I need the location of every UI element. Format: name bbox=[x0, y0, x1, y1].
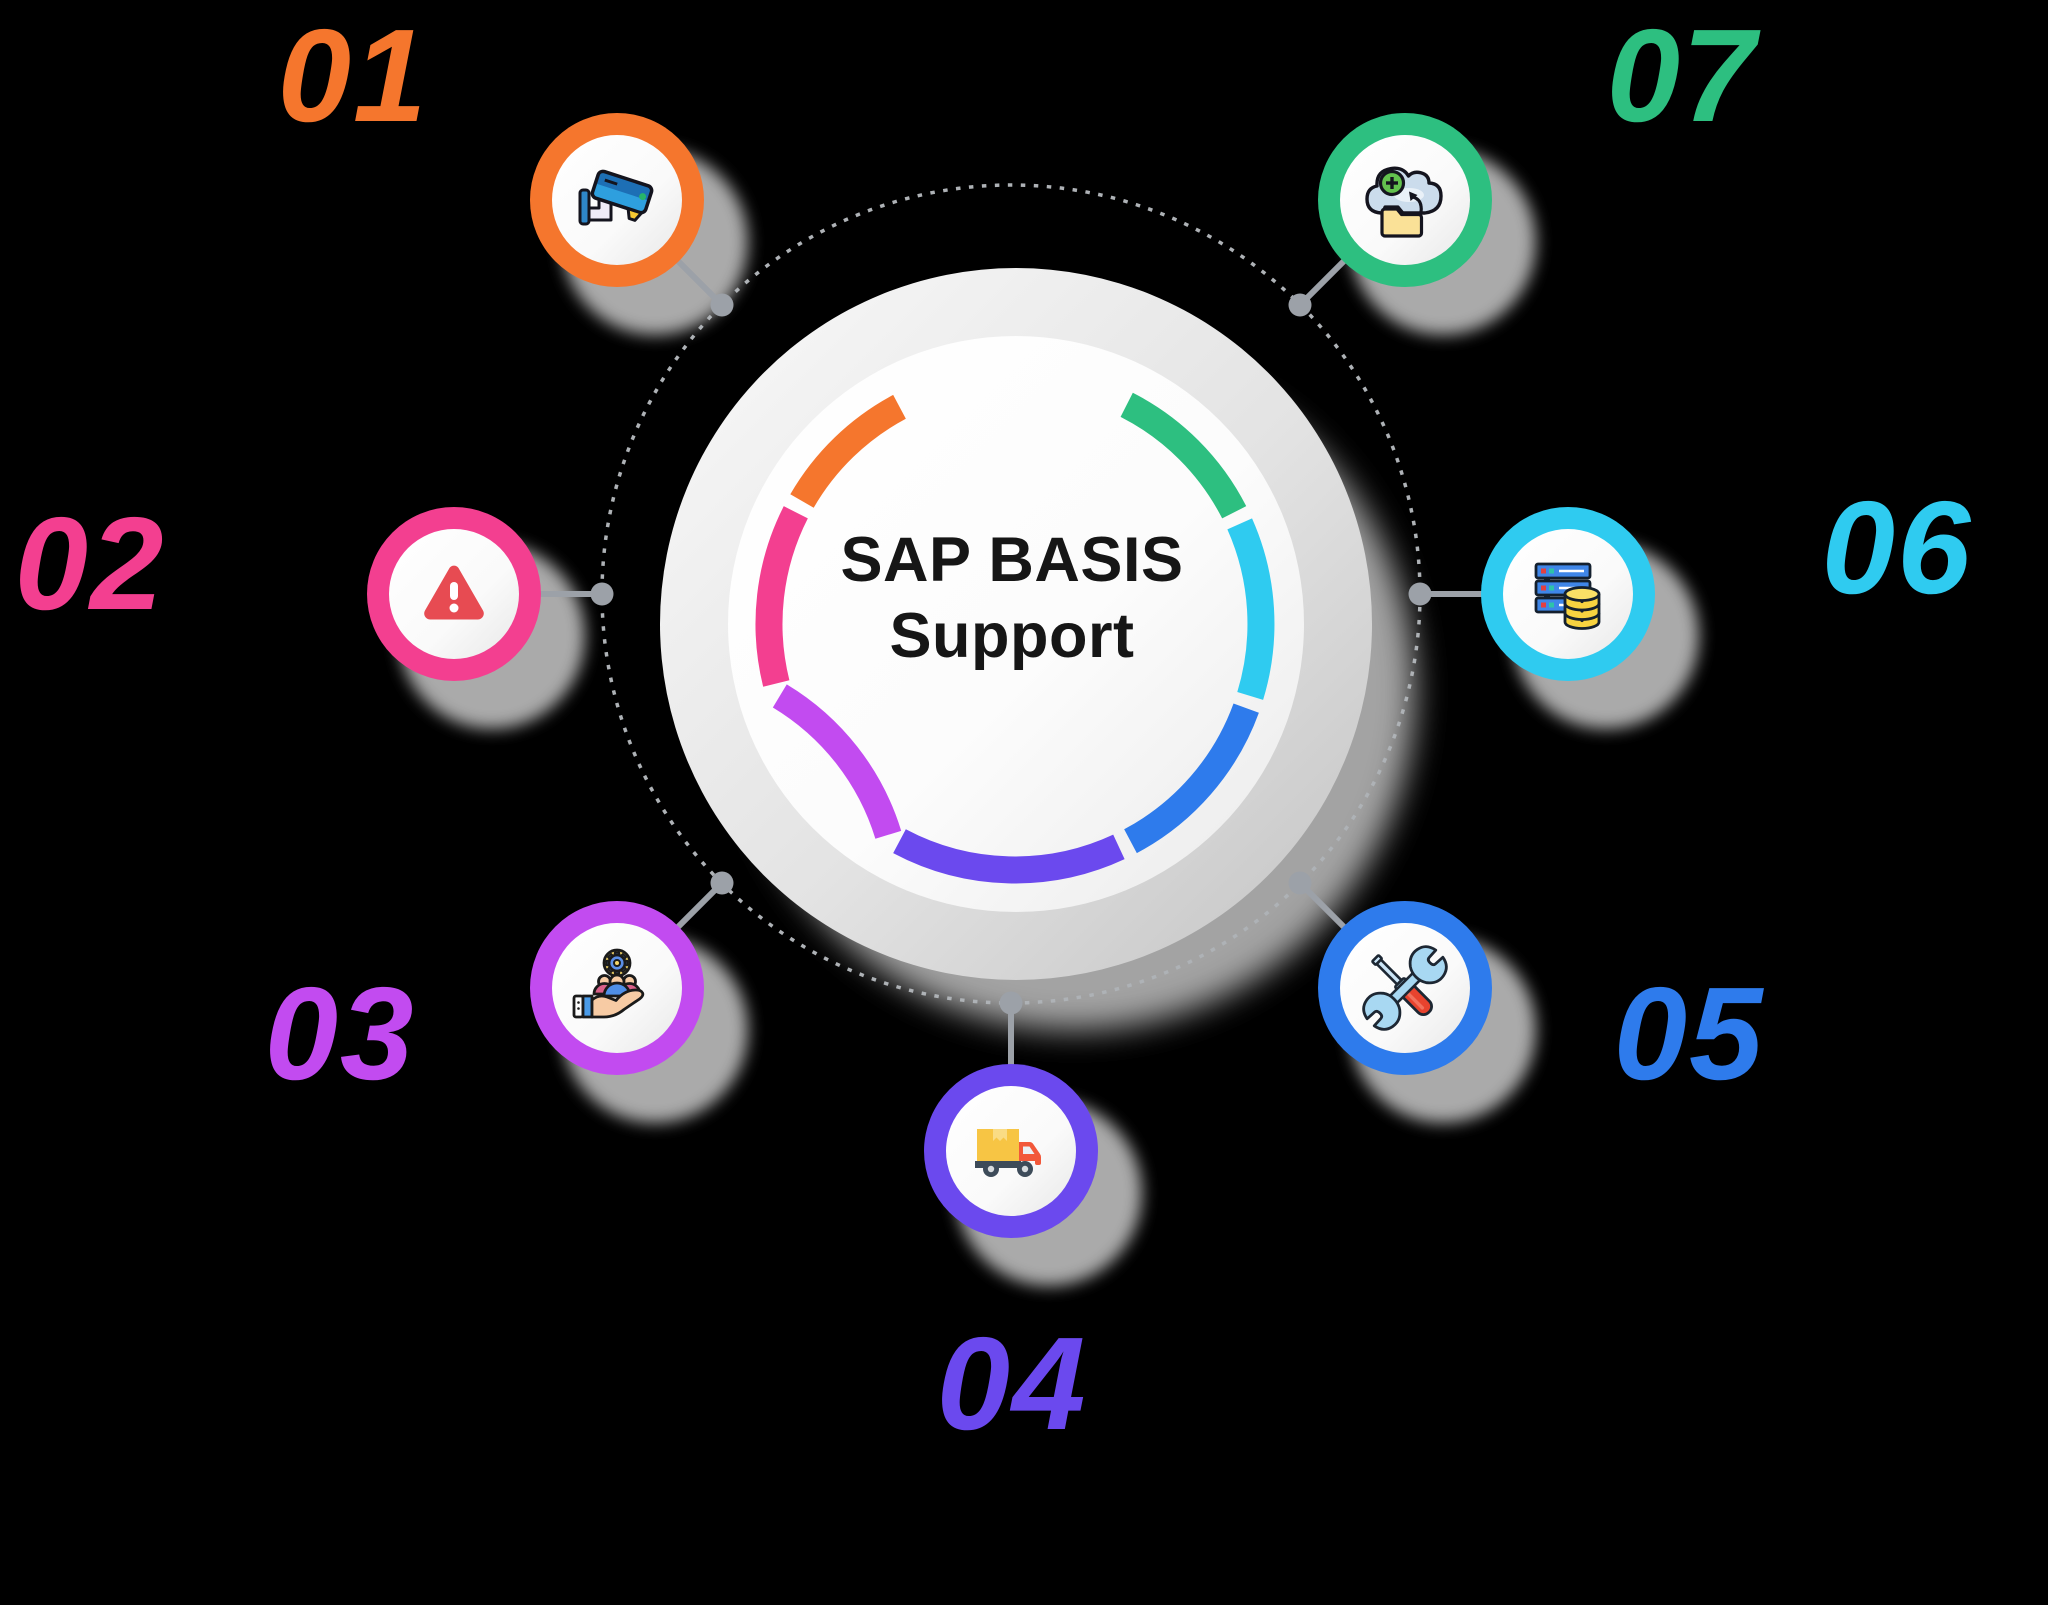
center-title-line2: Support bbox=[889, 601, 1135, 671]
ring-segment-05 bbox=[1124, 703, 1259, 854]
number-label-05: 05 bbox=[1613, 960, 1765, 1107]
ring-segment-06 bbox=[1227, 518, 1275, 700]
number-label-04: 04 bbox=[936, 1310, 1088, 1457]
node-02-warning bbox=[367, 507, 541, 681]
number-label-03: 03 bbox=[264, 960, 416, 1107]
node-06-server-database bbox=[1481, 507, 1655, 681]
cloud-backup-icon bbox=[1365, 166, 1443, 238]
server-database-icon bbox=[1534, 562, 1601, 630]
center-title-line1: SAP BASIS bbox=[840, 524, 1184, 595]
center-title: SAP BASIS Support bbox=[841, 522, 1184, 674]
node-01-security-camera bbox=[530, 113, 704, 287]
warning-alert-icon bbox=[424, 565, 484, 620]
ring-segment-04 bbox=[893, 829, 1125, 884]
team-management-icon bbox=[572, 948, 645, 1019]
node-04-delivery-truck bbox=[924, 1064, 1098, 1238]
ring-segment-01 bbox=[790, 394, 907, 508]
node-07-cloud-backup bbox=[1318, 113, 1492, 287]
cctv-camera-icon bbox=[578, 169, 654, 226]
ring-segment-02 bbox=[755, 506, 808, 687]
ring-segment-07 bbox=[1120, 392, 1247, 519]
number-label-07: 07 bbox=[1606, 2, 1758, 149]
repair-tools-icon bbox=[1355, 938, 1455, 1038]
center-ring-segments bbox=[755, 392, 1275, 884]
number-label-06: 06 bbox=[1821, 474, 1973, 621]
number-label-01: 01 bbox=[277, 2, 429, 149]
delivery-truck-icon bbox=[975, 1129, 1041, 1177]
connector-dots bbox=[590, 293, 1432, 1015]
number-label-02: 02 bbox=[14, 490, 166, 637]
ring-segment-03 bbox=[772, 684, 902, 839]
node-05-repair-tools bbox=[1318, 901, 1492, 1075]
node-03-team-management bbox=[530, 901, 704, 1075]
